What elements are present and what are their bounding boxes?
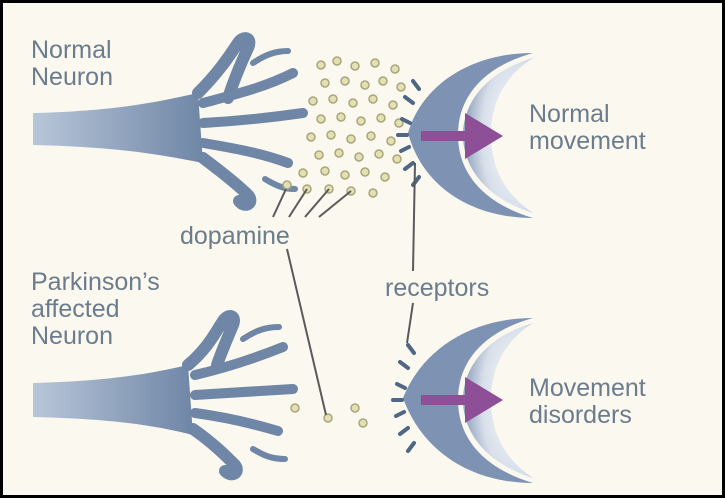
label-dopamine: dopamine <box>180 223 290 250</box>
dopamine-cloud <box>283 57 405 197</box>
label-normal-movement: Normal movement <box>529 101 646 155</box>
label-normal-movement-line1: Normal <box>529 101 646 128</box>
label-normal-movement-line2: movement <box>529 128 646 155</box>
label-normal-neuron-line2: Neuron <box>31 64 113 91</box>
label-parkinsons-line3: Neuron <box>31 323 160 350</box>
label-movement-disorders: Movement disorders <box>529 375 646 429</box>
label-normal-neuron: Normal Neuron <box>31 37 113 91</box>
label-parkinsons-line1: Parkinson’s <box>31 269 160 296</box>
sparse-dopamine <box>291 404 367 427</box>
label-normal-neuron-line1: Normal <box>31 37 113 64</box>
label-parkinsons-line2: affected <box>31 296 160 323</box>
label-movement-disorders-line2: disorders <box>529 402 646 429</box>
label-receptors: receptors <box>385 275 489 302</box>
label-parkinsons-neuron: Parkinson’s affected Neuron <box>31 269 160 350</box>
label-movement-disorders-line1: Movement <box>529 375 646 402</box>
